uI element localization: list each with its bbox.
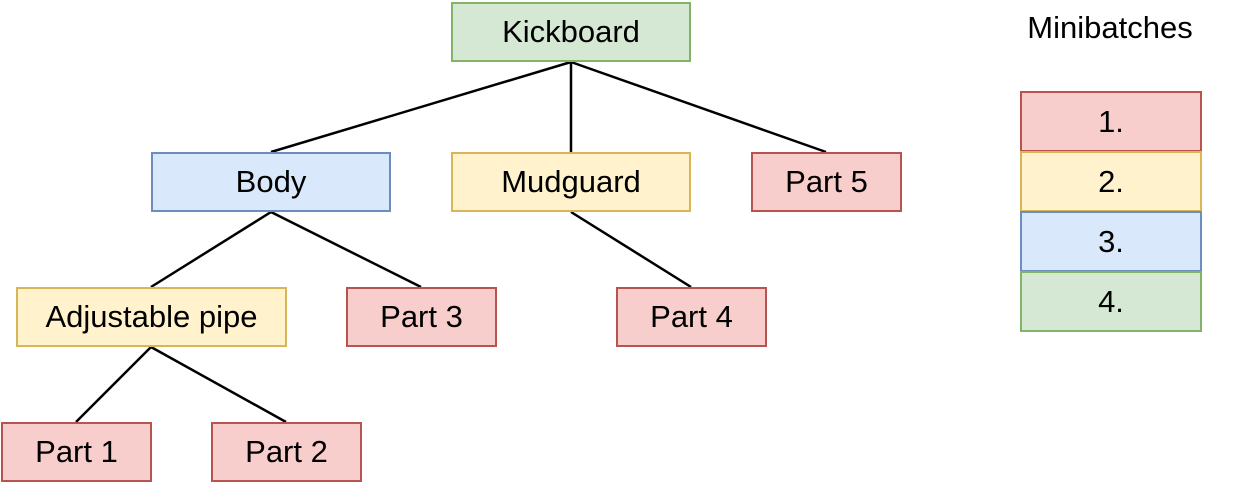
edge-pipe-part1 xyxy=(75,346,152,423)
node-body: Body xyxy=(151,152,391,212)
node-part4: Part 4 xyxy=(616,287,767,347)
edge-kickboard-part5 xyxy=(570,60,827,154)
node-part5: Part 5 xyxy=(751,152,902,212)
edge-kickboard-body xyxy=(270,60,572,154)
edge-mudguard-part4 xyxy=(570,210,692,289)
edge-body-adjustable-pipe xyxy=(150,210,272,289)
node-adjustable-pipe: Adjustable pipe xyxy=(16,287,287,347)
node-mudguard: Mudguard xyxy=(451,152,691,212)
node-kickboard: Kickboard xyxy=(451,2,691,62)
legend-item-1: 1. xyxy=(1020,91,1202,152)
node-part3: Part 3 xyxy=(346,287,497,347)
node-part2: Part 2 xyxy=(211,422,362,482)
edge-body-part3 xyxy=(270,210,422,289)
legend-title: Minibatches xyxy=(1027,10,1193,45)
node-part1: Part 1 xyxy=(1,422,152,482)
legend-item-2: 2. xyxy=(1020,151,1202,212)
legend-item-3: 3. xyxy=(1020,211,1202,272)
legend-item-4: 4. xyxy=(1020,271,1202,332)
edge-pipe-part2 xyxy=(150,345,287,424)
